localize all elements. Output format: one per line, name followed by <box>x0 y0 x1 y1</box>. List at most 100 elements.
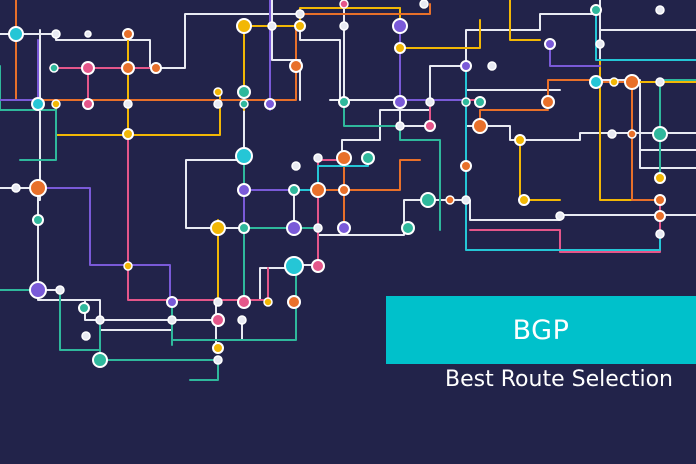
station-node <box>472 118 488 134</box>
route-line <box>243 0 295 231</box>
station-node <box>419 0 429 9</box>
station-node <box>8 26 24 42</box>
station-node <box>211 313 225 327</box>
station-node <box>123 261 133 271</box>
route-line <box>243 7 401 111</box>
route-line <box>295 3 431 67</box>
station-node <box>51 99 61 109</box>
page-title: BGP <box>512 314 570 346</box>
station-node <box>213 355 223 365</box>
station-node <box>82 98 94 110</box>
station-node <box>166 296 178 308</box>
station-node <box>518 194 530 206</box>
station-node <box>295 9 305 19</box>
station-node <box>239 99 249 109</box>
station-node <box>286 220 302 236</box>
title-banner: BGP <box>386 296 696 364</box>
station-node <box>121 61 135 75</box>
route-line <box>243 159 319 301</box>
station-node <box>460 160 472 172</box>
route-line <box>55 29 221 136</box>
route-line <box>599 0 696 169</box>
station-node <box>235 147 253 165</box>
station-node <box>267 21 277 31</box>
station-node <box>313 223 323 233</box>
station-node <box>401 221 415 235</box>
station-node <box>288 184 300 196</box>
route-line <box>0 39 39 101</box>
route-line <box>49 67 161 105</box>
station-node <box>541 95 555 109</box>
route-line <box>547 79 661 216</box>
route-line <box>317 159 345 266</box>
station-node <box>445 195 455 205</box>
route-line <box>479 109 549 127</box>
station-node <box>609 77 619 87</box>
station-node <box>424 120 436 132</box>
station-node <box>32 214 44 226</box>
station-node <box>237 315 247 325</box>
station-node <box>84 30 92 38</box>
route-line <box>37 187 171 301</box>
route-line <box>293 159 369 191</box>
station-node <box>313 153 323 163</box>
station-node <box>420 192 436 208</box>
route-line <box>185 109 431 229</box>
station-node <box>213 297 223 307</box>
route-line <box>429 89 696 201</box>
station-node <box>654 210 666 222</box>
station-node <box>487 61 497 71</box>
station-node <box>51 29 61 39</box>
route-line <box>37 29 696 321</box>
station-node <box>339 0 349 9</box>
station-node <box>337 221 351 235</box>
station-node <box>29 179 47 197</box>
station-node <box>236 18 252 34</box>
station-node <box>264 98 276 110</box>
station-node <box>607 129 617 139</box>
station-node <box>555 211 565 221</box>
station-node <box>81 61 95 75</box>
station-node <box>49 63 59 73</box>
station-node <box>167 315 177 325</box>
station-node <box>461 195 471 205</box>
station-node <box>237 85 251 99</box>
station-node <box>361 151 375 165</box>
station-node <box>237 183 251 197</box>
station-node <box>624 74 640 90</box>
station-node <box>78 302 90 314</box>
station-node <box>310 182 326 198</box>
route-line <box>595 9 696 61</box>
station-node <box>263 297 273 307</box>
station-node <box>212 342 224 354</box>
station-node <box>213 99 223 109</box>
route-line <box>171 299 243 351</box>
station-node <box>122 128 134 140</box>
station-node <box>425 97 435 107</box>
station-node <box>654 172 666 184</box>
station-node <box>590 4 602 16</box>
station-node <box>460 60 472 72</box>
station-node <box>237 295 251 309</box>
route-line <box>465 65 661 251</box>
station-node <box>395 121 405 131</box>
route-line <box>0 289 219 381</box>
station-node <box>338 96 350 108</box>
route-line <box>399 23 467 101</box>
route-line <box>0 65 57 161</box>
station-node <box>627 129 637 139</box>
station-node <box>544 38 556 50</box>
station-node <box>393 95 407 109</box>
page-subtitle: Best Route Selection <box>445 367 673 392</box>
station-node <box>122 28 134 40</box>
station-node <box>289 59 303 73</box>
station-node <box>336 150 352 166</box>
station-node <box>294 20 306 32</box>
station-node <box>31 97 45 111</box>
station-node <box>652 126 668 142</box>
station-node <box>474 96 486 108</box>
station-node <box>92 352 108 368</box>
station-node <box>514 134 526 146</box>
route-line <box>0 13 341 101</box>
